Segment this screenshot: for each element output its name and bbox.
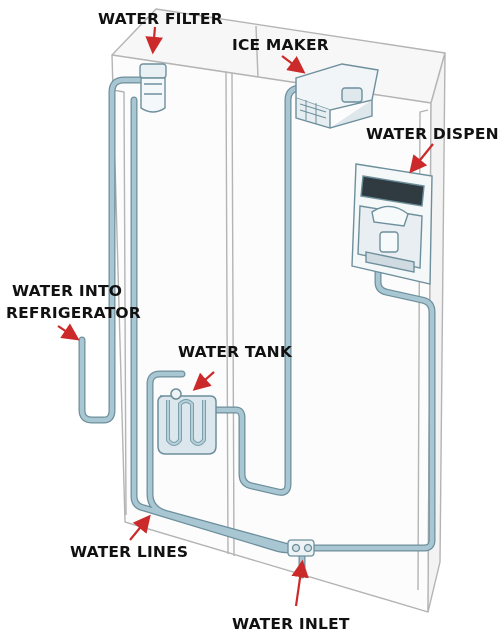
water-filter-icon — [139, 63, 167, 113]
label-water-inlet: WATER INLET — [232, 615, 350, 633]
labels: WATER FILTER ICE MAKER WATER DISPENSER W… — [6, 10, 500, 633]
arrow-water-dispenser — [409, 143, 434, 174]
label-water-into-line2: REFRIGERATOR — [6, 304, 141, 322]
arrow-water-inlet — [291, 559, 309, 607]
label-ice-maker: ICE MAKER — [232, 36, 329, 54]
ice-maker-icon — [295, 63, 379, 129]
label-water-into-line1: WATER INTO — [12, 282, 122, 300]
label-water-lines: WATER LINES — [70, 543, 188, 561]
water-inlet-valve-icon — [287, 539, 315, 557]
arrow-water-tank — [192, 371, 215, 391]
arrow-water-filter — [145, 26, 163, 55]
arrow-water-into-refrigerator — [57, 323, 80, 341]
water-tank-icon — [157, 388, 217, 455]
arrow-ice-maker — [281, 55, 306, 74]
arrow-water-lines — [129, 514, 151, 541]
water-dispenser-icon — [351, 163, 433, 285]
label-water-dispenser: WATER DISPENSER — [366, 125, 500, 143]
label-water-filter: WATER FILTER — [98, 10, 223, 28]
callout-arrows — [57, 26, 434, 607]
label-water-tank: WATER TANK — [178, 343, 293, 361]
